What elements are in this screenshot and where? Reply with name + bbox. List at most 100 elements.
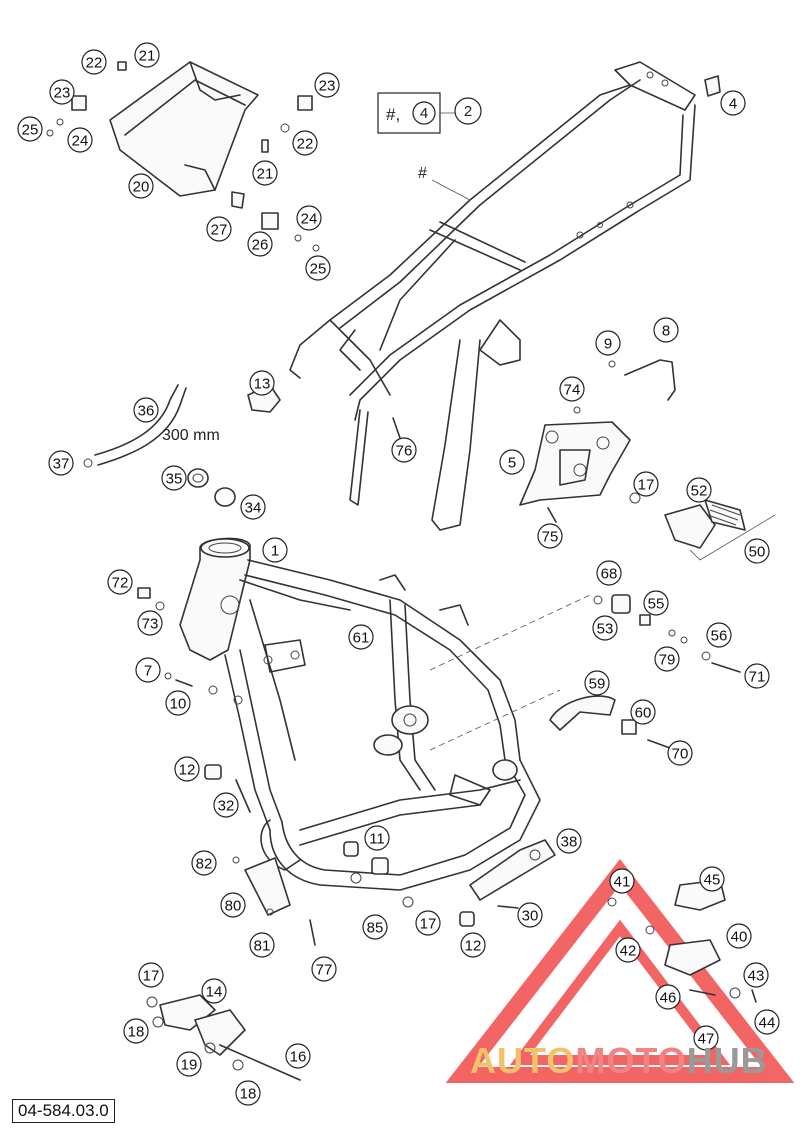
callout-circle — [654, 646, 680, 672]
callout-circle — [123, 1018, 149, 1044]
callout-number: 61 — [353, 630, 370, 647]
small-hardware — [46, 61, 757, 1003]
callout-72: 72 — [107, 569, 133, 595]
callout-12: 12 — [174, 756, 200, 782]
callout-37: 37 — [48, 450, 74, 476]
callout-number: 76 — [396, 443, 413, 460]
callout-number: 43 — [748, 968, 765, 985]
callout-50: 50 — [744, 538, 770, 564]
watermark-part3: HUB — [686, 1040, 768, 1081]
callout-circle — [609, 868, 635, 894]
callout-10: 10 — [165, 690, 191, 716]
footrest-assembly — [664, 499, 776, 561]
callout-circle — [667, 740, 693, 766]
callout-circle — [135, 657, 161, 683]
callout-circle — [693, 1025, 719, 1051]
callout-32: 32 — [213, 792, 239, 818]
group-label-number: 4 — [420, 105, 428, 122]
callout-circle — [165, 690, 191, 716]
callout-26: 26 — [247, 231, 273, 257]
callout-1: 1 — [262, 537, 288, 563]
callout-circle — [48, 450, 74, 476]
callout-circle — [720, 90, 746, 116]
side-stand-bracket — [519, 421, 631, 506]
callout-27: 27 — [206, 216, 232, 242]
callout-24: 24 — [296, 205, 322, 231]
callout-52: 52 — [686, 477, 712, 503]
callout-circle — [537, 523, 563, 549]
callout-number: 55 — [648, 596, 665, 613]
rear-subframe — [289, 61, 696, 531]
group-label-part: 2 — [464, 103, 472, 120]
callout-number: 1 — [271, 543, 279, 560]
linkage-bracket — [146, 994, 301, 1081]
callout-number: 71 — [749, 669, 766, 686]
callout-number: 19 — [181, 1057, 198, 1074]
callout-circle — [285, 1043, 311, 1069]
callout-circle — [67, 127, 93, 153]
callout-circle — [517, 902, 543, 928]
callout-42: 42 — [615, 937, 641, 963]
callout-circle — [220, 892, 246, 918]
callout-47: 47 — [693, 1025, 719, 1051]
callout-number: 23 — [319, 78, 336, 95]
callout-circle — [744, 663, 770, 689]
callout-circle — [81, 49, 107, 75]
callout-number: 20 — [133, 179, 150, 196]
callout-circle — [499, 449, 525, 475]
callout-circle — [296, 205, 322, 231]
callout-40: 40 — [726, 923, 752, 949]
callout-circle — [247, 231, 273, 257]
group-label: #, 4 2 — [377, 92, 482, 134]
callout-number: 17 — [143, 968, 160, 985]
side-stand — [469, 839, 556, 901]
reference-code: 04-584.03.0 — [12, 1099, 115, 1123]
callout-18: 18 — [123, 1018, 149, 1044]
callout-21: 21 — [134, 42, 160, 68]
callout-circle — [201, 978, 227, 1004]
callout-17: 17 — [633, 471, 659, 497]
callout-20: 20 — [128, 173, 154, 199]
callout-number: 23 — [54, 85, 71, 102]
callout-number: 12 — [179, 762, 196, 779]
part-callouts: 1245789101112121314161717171818192021212… — [17, 42, 780, 1106]
callout-number: 10 — [170, 696, 187, 713]
callout-68: 68 — [596, 560, 622, 586]
callout-number: 44 — [759, 1015, 776, 1032]
callout-number: 11 — [369, 831, 385, 848]
callout-number: 36 — [138, 403, 155, 420]
callout-circle — [653, 317, 679, 343]
callout-circle — [362, 914, 388, 940]
callout-circle — [206, 216, 232, 242]
callout-number: 40 — [731, 929, 748, 946]
callout-79: 79 — [654, 646, 680, 672]
callout-number: 41 — [614, 874, 631, 891]
watermark-part1: AUTO — [470, 1040, 576, 1081]
callout-number: 35 — [166, 471, 183, 488]
callout-number: 32 — [218, 798, 235, 815]
callout-circle — [262, 537, 288, 563]
callout-circle — [615, 937, 641, 963]
callout-17: 17 — [415, 910, 441, 936]
callout-circle — [726, 923, 752, 949]
watermark-logo: AUTOMOTOHUB — [470, 1040, 768, 1082]
callout-23: 23 — [314, 72, 340, 98]
callout-number: 74 — [564, 382, 581, 399]
callout-circle — [240, 494, 266, 520]
callout-number: 30 — [522, 908, 539, 925]
callout-number: 42 — [620, 943, 637, 960]
callout-number: 50 — [749, 544, 766, 561]
callout-number: 60 — [635, 705, 652, 722]
callout-circle — [592, 615, 618, 641]
callout-71: 71 — [744, 663, 770, 689]
callout-number: 38 — [561, 834, 578, 851]
callout-number: 21 — [139, 48, 156, 65]
callout-22: 22 — [81, 49, 107, 75]
callout-number: 5 — [508, 455, 516, 472]
callout-19: 19 — [176, 1051, 202, 1077]
callout-number: 79 — [659, 652, 676, 669]
callout-circle — [595, 330, 621, 356]
callout-43: 43 — [743, 962, 769, 988]
callout-number: 27 — [211, 222, 228, 239]
callout-circle — [213, 792, 239, 818]
